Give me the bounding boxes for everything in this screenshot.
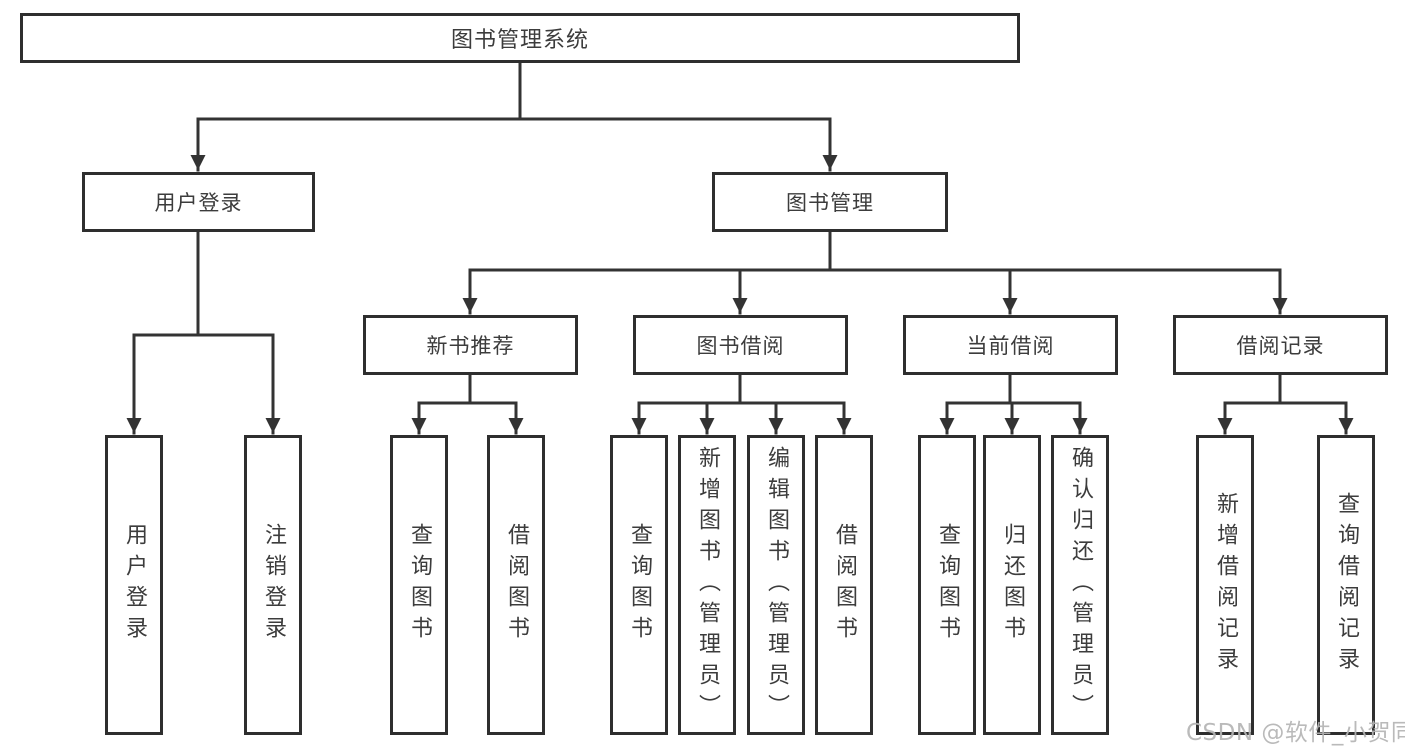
connector-records-bus [1223, 373, 1348, 405]
leaf-add-borrow-record: 新增借阅记录 [1196, 435, 1254, 735]
node-new-book-recommend: 新书推荐 [363, 315, 578, 375]
leaf-borrow-books-recommend: 借阅图书 [487, 435, 545, 735]
leaf-user-login: 用户登录 [105, 435, 163, 735]
node-label: 借阅记录 [1236, 334, 1325, 358]
connector-newbook-bus [417, 373, 518, 405]
node-label: 新书推荐 [426, 334, 515, 358]
leaf-confirm-return-admin: 确认归还（管理员） [1051, 435, 1109, 735]
node-label: 新增图书（管理员） [695, 445, 720, 725]
node-library-system: 图书管理系统 [20, 13, 1020, 63]
leaf-add-book-admin: 新增图书（管理员） [678, 435, 736, 735]
connector-login-bus [132, 230, 275, 337]
node-label: 用户登录 [122, 523, 147, 647]
node-label: 图书借阅 [696, 334, 785, 358]
leaf-edit-book-admin: 编辑图书（管理员） [747, 435, 805, 735]
node-label: 新增借阅记录 [1213, 492, 1238, 678]
node-book-borrow: 图书借阅 [633, 315, 848, 375]
node-label: 确认归还（管理员） [1068, 445, 1093, 725]
node-current-borrow: 当前借阅 [903, 315, 1118, 375]
node-label: 当前借阅 [966, 334, 1055, 358]
node-label: 编辑图书（管理员） [764, 445, 789, 725]
node-borrow-records: 借阅记录 [1173, 315, 1388, 375]
node-label: 图书管理 [786, 191, 874, 215]
node-label: 查询借阅记录 [1334, 492, 1359, 678]
leaf-borrow-books: 借阅图书 [815, 435, 873, 735]
connector-borrow-bus [637, 373, 846, 405]
node-label: 借阅图书 [504, 523, 529, 647]
node-label: 注销登录 [261, 523, 286, 647]
leaf-return-books: 归还图书 [983, 435, 1041, 735]
leaf-query-books-recommend: 查询图书 [390, 435, 448, 735]
node-label: 借阅图书 [832, 523, 857, 647]
connector-current-bus [945, 373, 1082, 405]
node-label: 用户登录 [154, 191, 243, 215]
leaf-query-borrow-record: 查询借阅记录 [1317, 435, 1375, 735]
node-label: 归还图书 [1000, 523, 1025, 647]
leaf-query-books-borrow: 查询图书 [610, 435, 668, 735]
node-label: 查询图书 [407, 523, 432, 647]
node-book-management: 图书管理 [712, 172, 948, 232]
csdn-watermark: CSDN @软件_小贺同学 [1186, 720, 1405, 746]
node-label: 图书管理系统 [450, 28, 589, 53]
node-user-login: 用户登录 [82, 172, 315, 232]
leaf-query-books-current: 查询图书 [918, 435, 976, 735]
connector-root-bus [196, 61, 832, 121]
node-label: 查询图书 [627, 523, 652, 647]
leaf-logout: 注销登录 [244, 435, 302, 735]
node-label: 查询图书 [935, 523, 960, 647]
connector-mgmt-bus [468, 230, 1282, 272]
